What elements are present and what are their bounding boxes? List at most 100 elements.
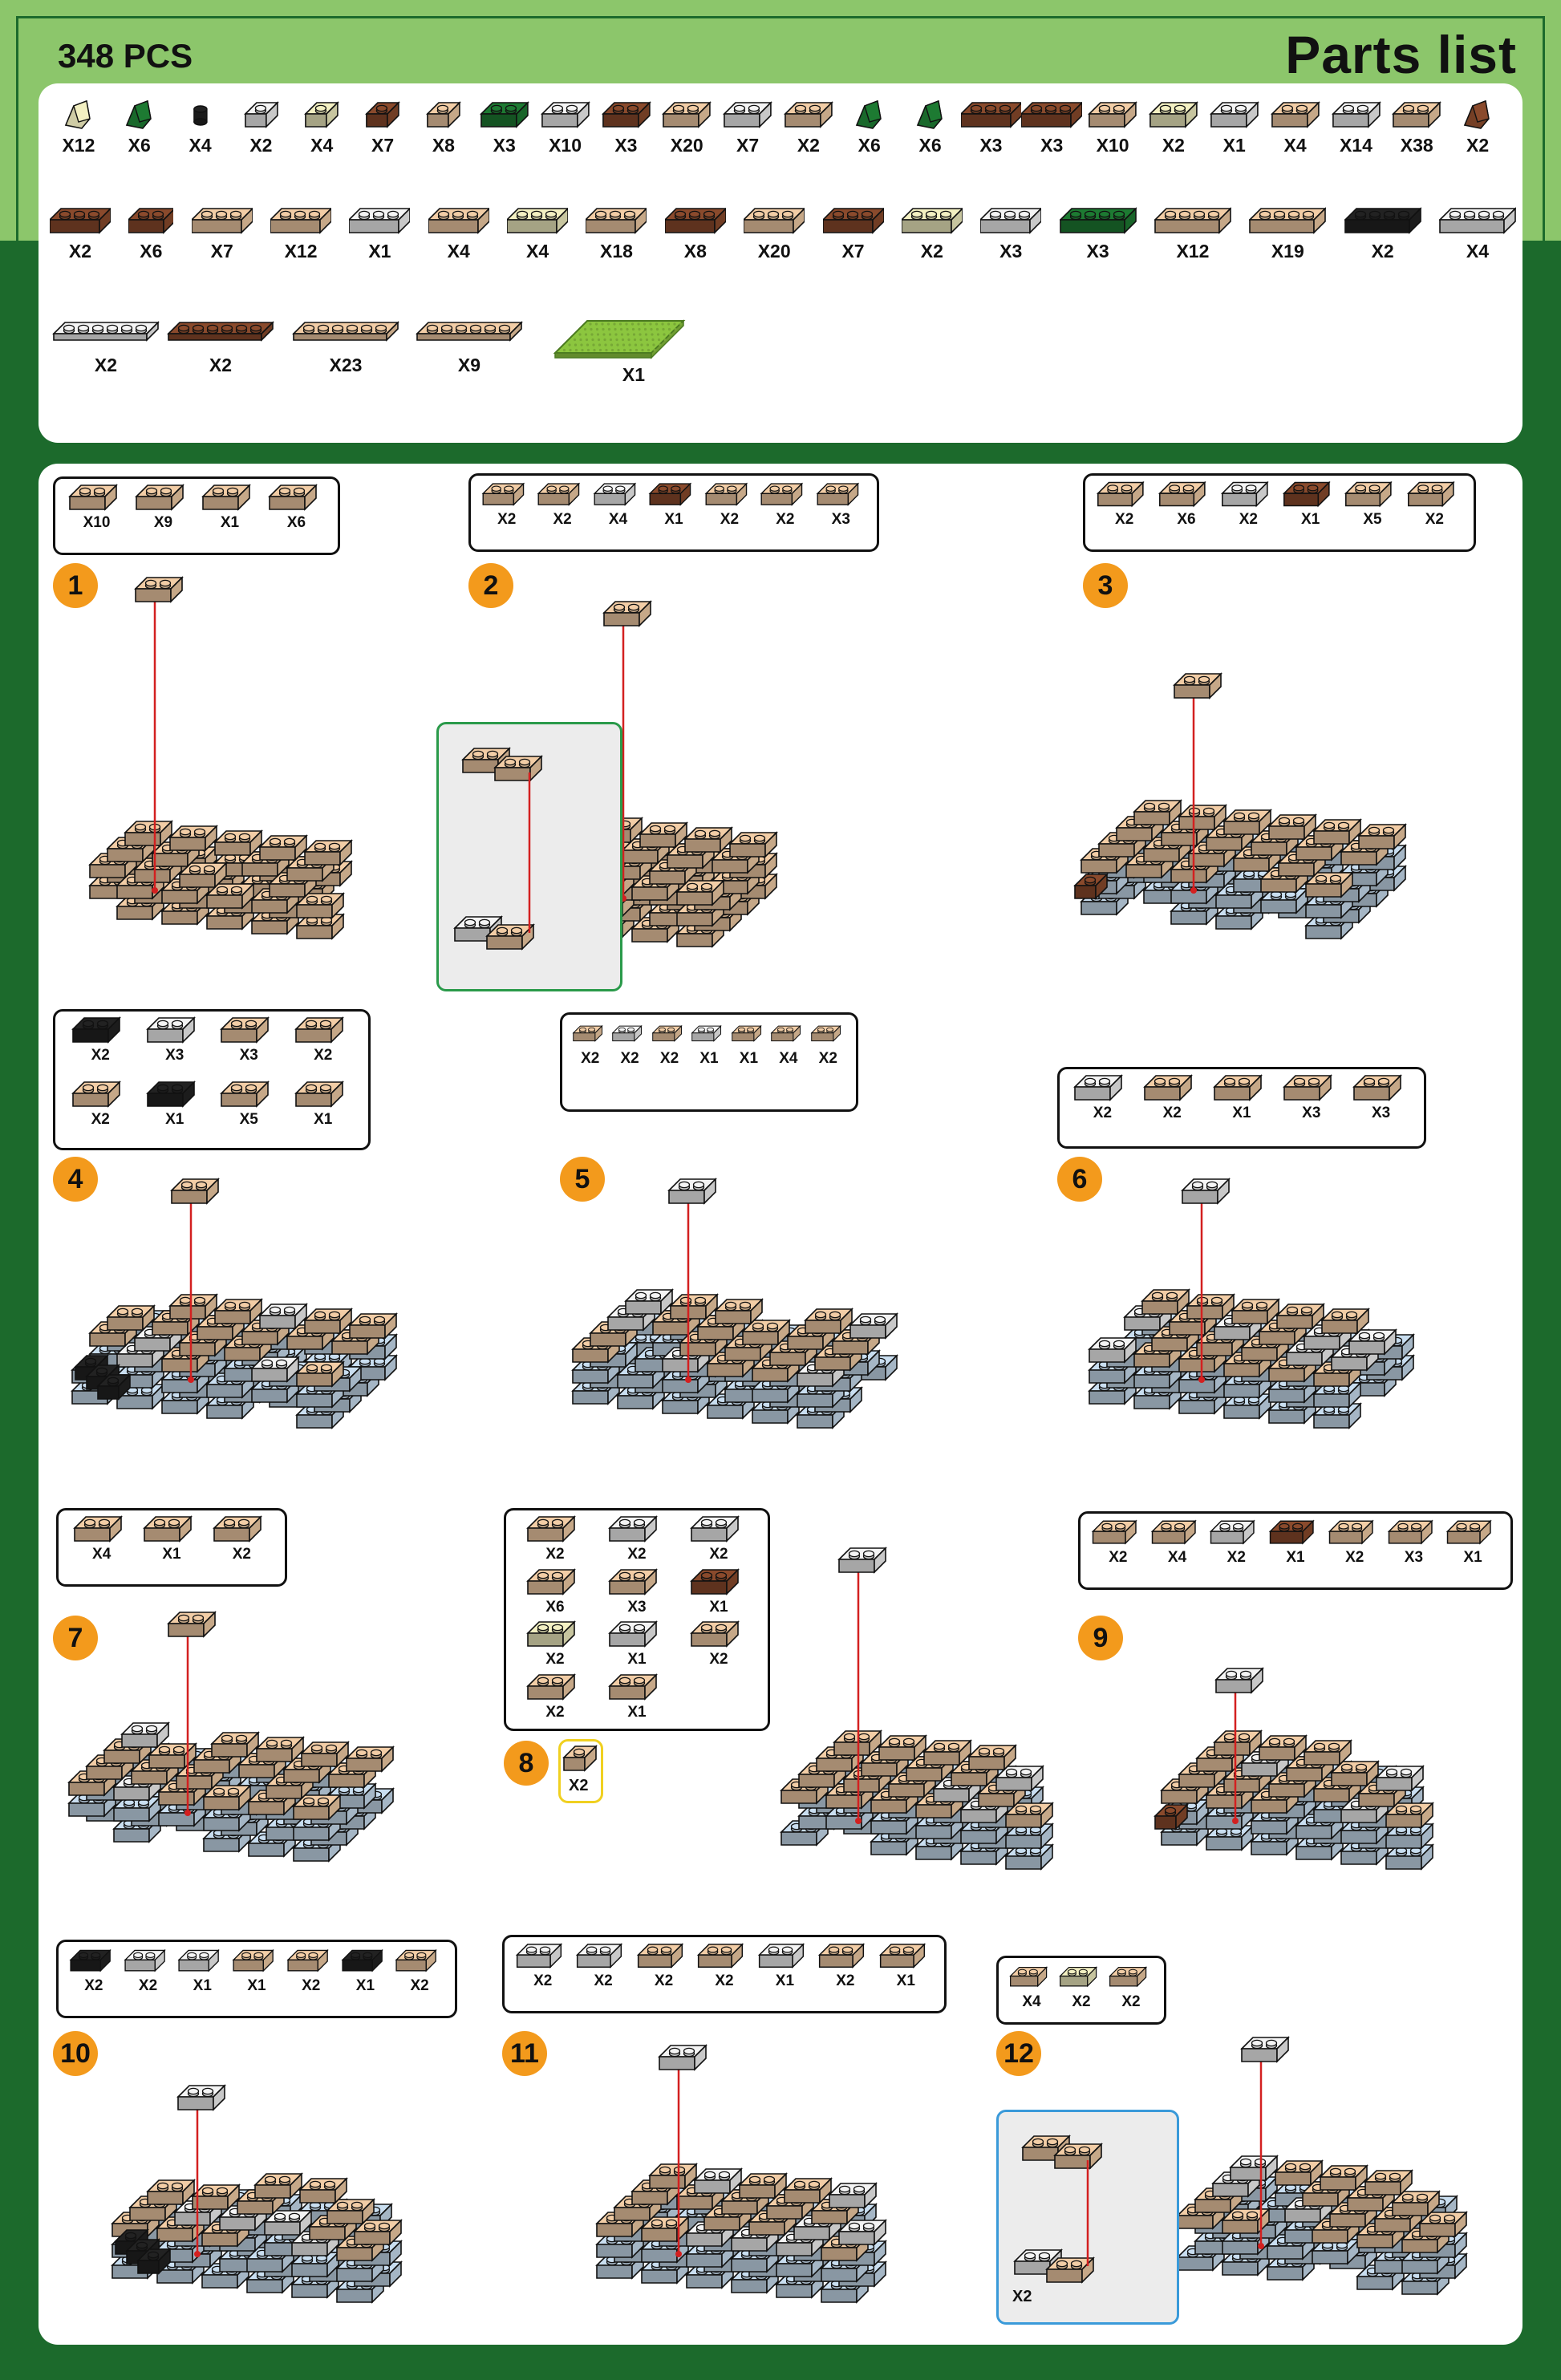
step-part-count: X1 xyxy=(775,1973,795,1989)
step-part-item: X1 xyxy=(175,1945,229,1995)
part-count: X4 xyxy=(310,135,334,156)
step-part-count: X1 xyxy=(627,1651,647,1668)
brick-icon xyxy=(760,482,804,506)
piece-count: 348 PCS xyxy=(58,37,193,75)
brick-icon xyxy=(601,101,651,128)
part-count: X12 xyxy=(62,135,95,156)
brick-icon xyxy=(1249,207,1327,234)
brick-icon xyxy=(50,207,111,234)
part-count: X1 xyxy=(368,241,391,262)
step-part-item: X2 xyxy=(1137,1072,1207,1122)
step-part-item: X2 xyxy=(570,1018,610,1068)
step-part-count: X4 xyxy=(779,1050,798,1067)
step-part-item: X2 xyxy=(63,1015,138,1064)
part-item: X4 xyxy=(428,201,489,262)
step-part-count: X4 xyxy=(1167,1549,1187,1566)
part-count: X3 xyxy=(999,241,1023,262)
brick-icon xyxy=(292,321,399,342)
step-part-item: X3 xyxy=(1346,1072,1416,1122)
brick-icon xyxy=(1268,1519,1315,1545)
step-number: 5 xyxy=(560,1157,605,1202)
brick-icon xyxy=(608,1567,658,1595)
brick-icon xyxy=(515,1943,563,1969)
step-part-item: X1 xyxy=(136,1514,206,1563)
part-count: X6 xyxy=(128,135,151,156)
step-part-count: X2 xyxy=(545,1651,565,1668)
part-count: X6 xyxy=(918,135,942,156)
page-frame xyxy=(16,16,1545,2364)
brick-icon xyxy=(648,482,692,506)
step-part-item: X2 xyxy=(121,1945,176,1995)
step-part-count: X1 xyxy=(627,1703,647,1721)
brick-icon xyxy=(304,101,340,128)
step-model-illustration xyxy=(1155,2013,1508,2346)
part-count: X4 xyxy=(1466,241,1490,262)
part-count: X1 xyxy=(1222,135,1246,156)
brick-icon xyxy=(691,1024,723,1042)
part-count: X1 xyxy=(622,364,646,385)
brick-icon xyxy=(810,1024,841,1042)
step-part-item: X1 xyxy=(1279,479,1341,529)
step-part-item: X1 xyxy=(755,1940,815,1990)
step-part-count: X2 xyxy=(627,1546,647,1563)
step-part-item: X2 xyxy=(815,1940,875,1990)
step-part-item: X1 xyxy=(1207,1072,1277,1122)
brick-icon xyxy=(125,99,152,129)
part-item: X2 xyxy=(50,314,162,376)
brick-icon xyxy=(540,101,590,128)
step-part-item: X4 xyxy=(1007,1961,1056,2011)
brick-icon xyxy=(916,99,943,129)
model-drawing xyxy=(88,576,353,940)
step-number: 9 xyxy=(1078,1616,1123,1660)
brick-icon xyxy=(395,1948,438,1973)
parts-list-panel xyxy=(39,83,1522,443)
step-part-item: X2 xyxy=(1218,479,1279,529)
step-part-count: X9 xyxy=(153,514,173,531)
part-item: X2 xyxy=(1447,95,1508,156)
step-part-count: X2 xyxy=(1162,1105,1182,1121)
step-part-item: X2 xyxy=(1093,479,1155,529)
brick-icon xyxy=(1091,1519,1137,1545)
step-part-count: X2 xyxy=(836,1973,855,1989)
model-drawing xyxy=(67,1611,395,1863)
step-part-count: X4 xyxy=(1022,1993,1041,2010)
part-item: X2 xyxy=(50,201,111,262)
step-part-item: X1 xyxy=(678,1567,760,1616)
step-part-item: X2 xyxy=(1325,1517,1385,1567)
step-part-item: X2 xyxy=(1068,1072,1137,1122)
brick-icon xyxy=(145,1016,196,1044)
step-part-count: X4 xyxy=(92,1546,112,1563)
part-item: X18 xyxy=(586,201,647,262)
brick-icon xyxy=(731,1024,762,1042)
step-model-illustration xyxy=(1139,1644,1460,1921)
brick-icon xyxy=(526,1515,576,1543)
brick-icon xyxy=(428,207,489,234)
brick-icon xyxy=(960,102,1022,128)
step-part-item: X2 xyxy=(392,1945,447,1995)
step-part-count: X4 xyxy=(608,511,628,528)
brick-icon xyxy=(267,484,318,511)
model-drawing xyxy=(1073,672,1407,940)
part-item: X10 xyxy=(1082,95,1143,156)
brick-icon xyxy=(1213,1074,1263,1101)
step-part-item: X1 xyxy=(138,1079,213,1129)
step-part-count: X2 xyxy=(709,1651,728,1668)
step-part-item: X2 xyxy=(513,1940,573,1990)
brick-icon xyxy=(67,484,118,511)
step-model-illustration xyxy=(53,1588,502,1913)
model-drawing xyxy=(571,1178,898,1429)
step-part-item: X3 xyxy=(1385,1517,1444,1567)
part-item: X8 xyxy=(413,95,474,156)
brick-icon xyxy=(479,101,529,128)
step-part-count: X3 xyxy=(165,1047,184,1064)
step-part-count: X2 xyxy=(776,511,795,528)
brick-icon xyxy=(690,1567,740,1595)
brick-icon xyxy=(134,484,184,511)
part-count: X2 xyxy=(68,241,92,262)
part-item: X12 xyxy=(1154,201,1231,262)
brick-icon xyxy=(1059,1966,1098,1988)
brick-icon xyxy=(1143,1074,1194,1101)
brick-icon xyxy=(576,1943,623,1969)
step12-subassembly-inset xyxy=(996,2110,1179,2325)
